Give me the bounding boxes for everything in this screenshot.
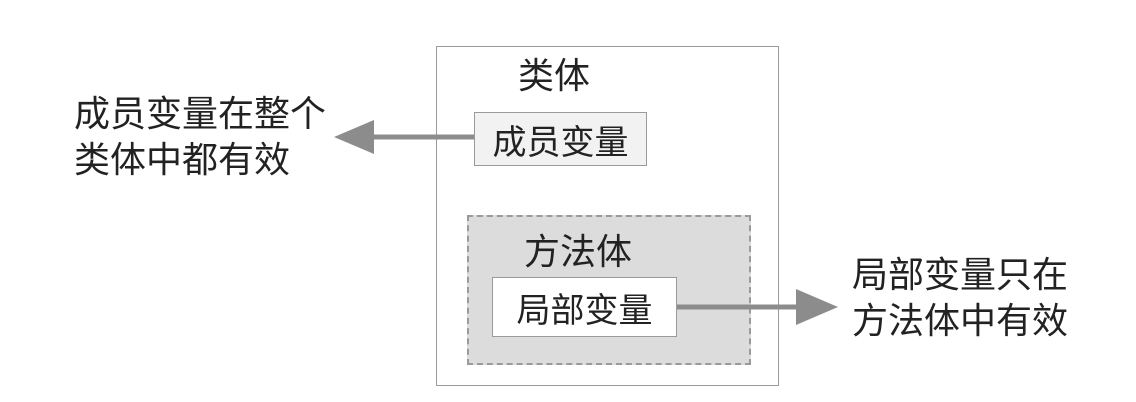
member-variable-label: 成员变量 [492, 122, 629, 163]
local-scope-arrowhead [796, 289, 838, 325]
method-body-title: 方法体 [524, 232, 633, 273]
member-scope-arrow [334, 120, 474, 154]
local-scope-note-line2: 方法体中有效 [852, 301, 1069, 342]
local-scope-arrow [677, 289, 838, 325]
local-scope-note-line1: 局部变量只在 [852, 255, 1069, 296]
local-scope-note: 局部变量只在 方法体中有效 [852, 253, 1068, 345]
local-variable-box: 局部变量 [492, 277, 677, 337]
local-variable-label: 局部变量 [516, 290, 653, 331]
member-scope-arrowhead [334, 120, 374, 154]
member-scope-note-line2: 类体中都有效 [74, 140, 291, 181]
member-variable-box: 成员变量 [474, 112, 647, 166]
class-body-title: 类体 [518, 56, 591, 97]
member-scope-note: 成员变量在整个 类体中都有效 [74, 92, 326, 184]
member-scope-note-line1: 成员变量在整个 [74, 94, 327, 135]
